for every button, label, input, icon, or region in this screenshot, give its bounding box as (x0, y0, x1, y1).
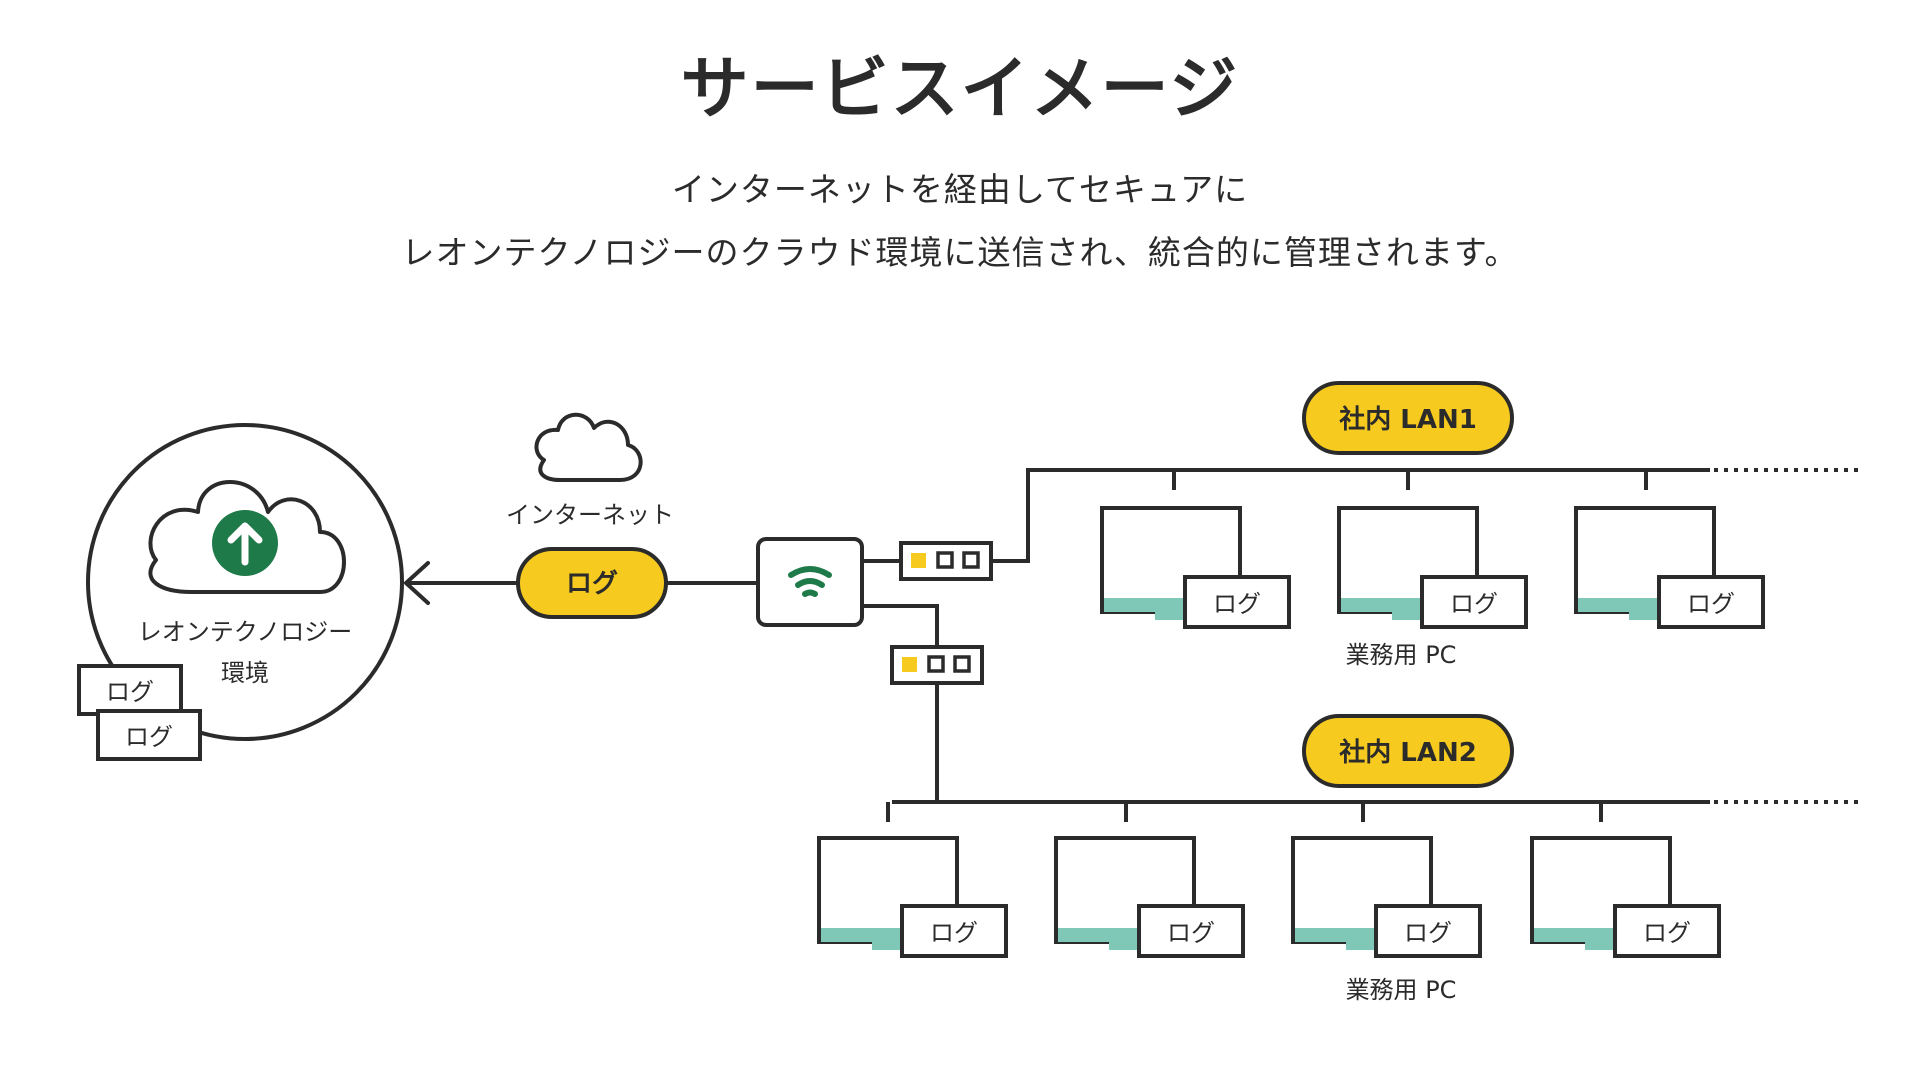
transfer-log-pill: ログ (516, 547, 668, 619)
work-pc: ログ (1337, 470, 1528, 629)
transfer-arrow (404, 561, 518, 605)
subtitle-line-1: インターネットを経由してセキュアに (671, 170, 1249, 209)
pc-log-label: ログ (930, 919, 978, 947)
page-title: サービスイメージ (680, 50, 1240, 129)
internet-cloud-icon (534, 412, 643, 482)
router-device (756, 537, 864, 627)
work-pc: ログ (1574, 470, 1765, 629)
stored-log-card: ログ (96, 709, 202, 761)
wifi-icon (788, 566, 832, 597)
lan1-pc-label: 業務用 PC (1346, 641, 1457, 669)
stored-log-card: ログ (77, 664, 183, 716)
pc-log-label: ログ (1687, 590, 1735, 618)
svg-text:ログ: ログ (106, 678, 154, 706)
cloud-environment-label-line2: 環境 (221, 659, 269, 687)
work-pc: ログ (1054, 802, 1245, 958)
subtitle-line-2: レオンテクノロジーのクラウド環境に送信され、統合的に管理されます。 (401, 233, 1519, 272)
network-switch (890, 645, 984, 685)
pc-log-label: ログ (1450, 590, 1498, 618)
work-pc: ログ (817, 802, 1008, 958)
svg-text:ログ: ログ (125, 723, 173, 751)
work-pc: ログ (1291, 802, 1482, 958)
network-switch (899, 541, 993, 581)
leon-cloud-environment: レオンテクノロジー 環境 (86, 423, 404, 741)
lan2-label: 社内 LAN2 (1302, 714, 1514, 788)
work-pc: ログ (1100, 470, 1291, 629)
lan2-pc-label: 業務用 PC (1346, 976, 1457, 1004)
pc-log-label: ログ (1167, 919, 1215, 947)
svg-text:社内 LAN2: 社内 LAN2 (1339, 737, 1477, 768)
svg-text:社内 LAN1: 社内 LAN1 (1339, 404, 1477, 435)
network-links (862, 468, 1710, 804)
upload-arrow-icon (212, 510, 278, 576)
cloud-environment-label-line1: レオンテクノロジー (138, 618, 353, 646)
lan1-label: 社内 LAN1 (1302, 381, 1514, 455)
internet-label: インターネット (506, 501, 674, 529)
pc-log-label: ログ (1404, 919, 1452, 947)
pc-log-label: ログ (1643, 919, 1691, 947)
svg-text:ログ: ログ (566, 569, 618, 599)
pc-log-label: ログ (1213, 590, 1261, 618)
work-pc: ログ (1530, 802, 1721, 958)
